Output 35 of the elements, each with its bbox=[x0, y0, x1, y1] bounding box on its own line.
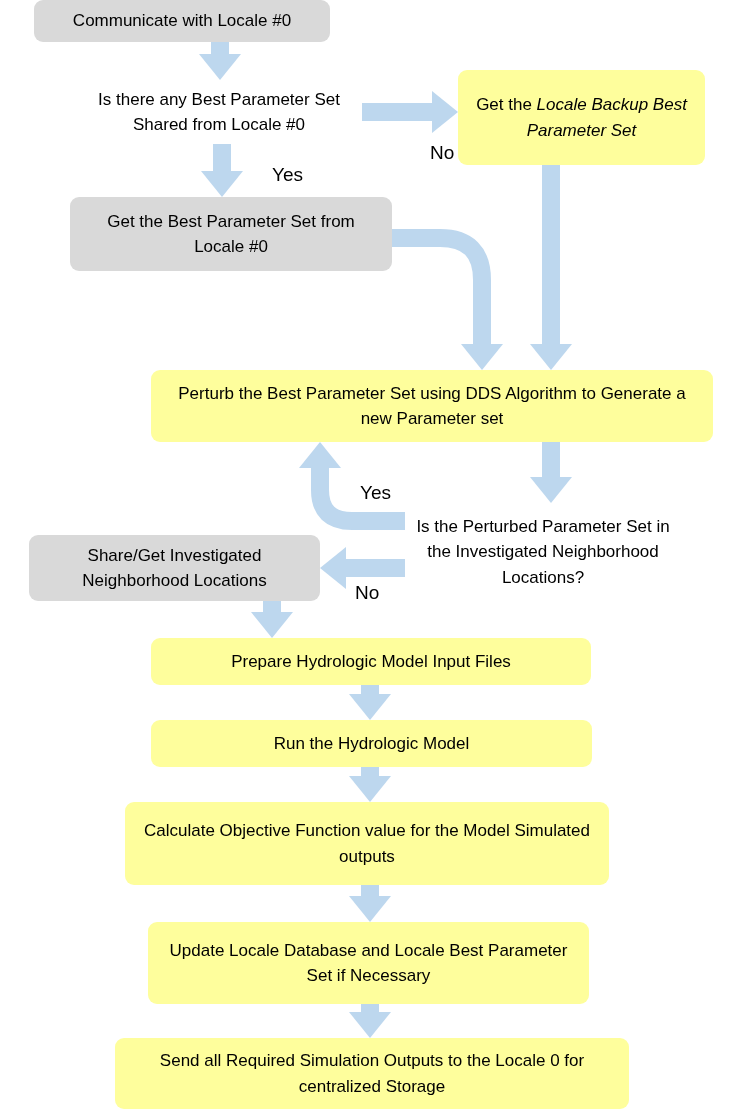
process-box bbox=[29, 535, 320, 601]
box-text: Run the Hydrologic Model bbox=[273, 732, 470, 755]
arrow bbox=[349, 1004, 391, 1038]
arrow bbox=[299, 442, 405, 530]
arrow bbox=[320, 547, 405, 589]
box-text: Get the Best Parameter Set from Locale #0 bbox=[106, 210, 356, 258]
process-box bbox=[148, 922, 589, 1004]
arrow bbox=[349, 767, 391, 802]
arrow bbox=[362, 91, 458, 133]
box-text: Send all Required Simulation Outputs to the Locale 0 for centralized Storage bbox=[158, 1050, 586, 1098]
box-text: Communicate with Locale #0 bbox=[72, 10, 292, 33]
arrow bbox=[349, 685, 391, 720]
arrow bbox=[530, 165, 572, 370]
arrow bbox=[349, 885, 391, 922]
arrow bbox=[201, 144, 243, 197]
decision-question: Is the Perturbed Parameter Set in the Investigated Neighborhood Locations? bbox=[415, 515, 671, 589]
arrow bbox=[251, 601, 293, 638]
box-text: Perturb the Best Parameter Set using DDS Algorithm to Generate a new Parameter set bbox=[177, 382, 687, 430]
decision-question: Is there any Best Parameter Set Shared from Locale #0 bbox=[97, 88, 341, 136]
box-text: Prepare Hydrologic Model Input Files bbox=[231, 650, 511, 673]
process-box bbox=[34, 0, 330, 42]
process-box bbox=[115, 1038, 629, 1109]
box-text: Share/Get Investigated Neighborhood Locations bbox=[81, 544, 268, 592]
process-box bbox=[151, 638, 591, 685]
process-box bbox=[125, 802, 609, 885]
process-box bbox=[151, 370, 713, 442]
arrow bbox=[530, 442, 572, 503]
arrow bbox=[392, 229, 503, 370]
process-box bbox=[70, 197, 392, 271]
box-text: Calculate Objective Function value for the Model Simulated outputs bbox=[143, 820, 591, 868]
box-text: Get the Locale Backup Best Parameter Set bbox=[475, 94, 689, 142]
process-box bbox=[151, 720, 592, 767]
box-text: Update Locale Database and Locale Best Parameter Set if Necessary bbox=[168, 939, 569, 987]
process-box bbox=[458, 70, 705, 165]
arrow bbox=[199, 42, 241, 80]
